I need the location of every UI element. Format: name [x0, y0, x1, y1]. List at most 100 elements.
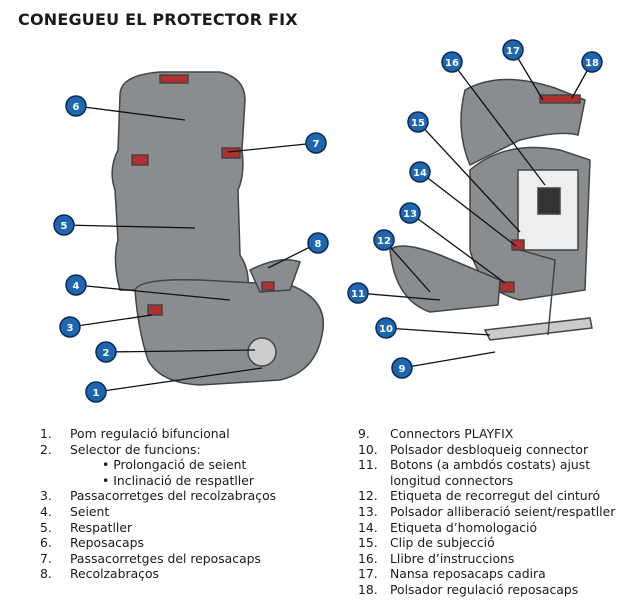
callout-marker — [581, 51, 603, 73]
callout-7: 7 — [227, 132, 327, 154]
callout-number: 12 — [377, 236, 391, 247]
callout-number: 6 — [73, 102, 80, 113]
callout-18: 18 — [571, 51, 603, 99]
legend-item: 6. Reposacaps — [40, 535, 276, 551]
legend-item-text: Polsador desbloqueig connector — [390, 441, 589, 457]
callout-14: 14 — [409, 161, 517, 247]
legend-item: 7.Passacorretges del reposacaps — [40, 551, 276, 567]
legend-subitem: Inclinació de respatller — [40, 473, 276, 489]
legend-item: 14.Etiqueta d’homologació — [358, 520, 640, 536]
callout-marker — [65, 274, 87, 296]
legend-item: 5. Respatller — [40, 520, 276, 536]
callout-marker — [95, 341, 117, 363]
legend-item-text: Llibre d’instruccions — [390, 550, 515, 566]
legend-item-text: Pom regulació bifuncional — [70, 426, 230, 441]
legend-left: 1. Pom regulació bifuncional 2. Selector de… — [40, 426, 276, 582]
legend-item-number: 7. — [40, 550, 52, 566]
legend-item-number: 1. — [40, 426, 52, 441]
legend-item-number: 2. — [40, 441, 52, 457]
legend-item-number: 3. — [40, 488, 52, 504]
legend-item-number: 9. — [358, 426, 370, 441]
legend-item-text: Selector de funcions: — [70, 441, 201, 457]
callout-leader-line — [105, 349, 256, 353]
callout-3: 3 — [59, 314, 153, 338]
legend-item: 11.Botons (a ambdós costats) ajust longi… — [358, 457, 640, 488]
legend-item-text: Nansa reposacaps cadira — [390, 566, 546, 582]
legend-item: 1. Pom regulació bifuncional — [40, 426, 276, 442]
callout-marker — [307, 232, 329, 254]
callout-number: 2 — [103, 348, 110, 359]
callout-leader-line — [385, 327, 491, 336]
legend-item-number: 15. — [358, 535, 378, 551]
callout-12: 12 — [373, 229, 431, 293]
callout-number: 11 — [351, 289, 365, 300]
callout-4: 4 — [65, 274, 231, 301]
legend-item-text: Polsador alliberació seient/respatller — [390, 503, 616, 519]
legend-item: 13. Polsador alliberació seient/respatlle… — [358, 504, 640, 520]
callout-11: 11 — [347, 282, 441, 304]
legend-item-text: Passacorretges del recolzabraços — [70, 488, 277, 504]
legend-item-text: Seient — [70, 503, 110, 519]
callout-2: 2 — [95, 341, 256, 363]
legend-item: 9.Connectors PLAYFIX — [358, 426, 640, 442]
callout-marker — [53, 214, 75, 236]
callout-number: 15 — [411, 118, 425, 129]
legend-item-text: Recolzabraços — [70, 566, 160, 582]
legend-item: 12. Etiqueta de recorregut del cinturó — [358, 488, 640, 504]
callout-number: 7 — [313, 139, 320, 150]
callout-10: 10 — [375, 317, 491, 339]
legend-subitem-text: Inclinació de respatller — [113, 472, 254, 488]
callout-16: 16 — [441, 51, 546, 186]
page-title: CONEGUEU EL PROTECTOR FIX — [18, 10, 298, 29]
legend-item: 4. Seient — [40, 504, 276, 520]
callout-marker — [407, 111, 429, 133]
callout-5: 5 — [53, 214, 196, 236]
legend-item-text: Reposacaps — [70, 535, 144, 551]
callout-marker — [305, 132, 327, 154]
legend-item: 18.Polsador regulació reposacaps — [358, 582, 640, 598]
callout-marker — [373, 229, 395, 251]
callout-leader-line — [409, 212, 506, 284]
callout-leader-line — [401, 351, 496, 369]
legend-item: 10. Polsador desbloqueig connector — [358, 442, 640, 458]
callout-leader-line — [227, 142, 317, 153]
legend-item: 15. Clip de subjecció — [358, 535, 640, 551]
legend-item-text: Clip de subjecció — [390, 535, 495, 551]
callout-17: 17 — [502, 39, 544, 101]
callout-leader-line — [383, 239, 431, 293]
legend-item-number: 6. — [40, 535, 52, 551]
callout-leader-line — [75, 105, 186, 121]
legend-item-number: 10. — [358, 441, 378, 457]
callout-15: 15 — [407, 111, 521, 233]
legend-item: 16.Llibre d’instruccions — [358, 551, 640, 567]
callout-marker — [59, 316, 81, 338]
legend-item-number: 5. — [40, 519, 52, 535]
legend-item-number: 13. — [358, 503, 378, 519]
callout-leader-line — [419, 171, 517, 247]
legend-subitem: Prolongació de seient — [40, 457, 276, 473]
legend-item-number: 8. — [40, 566, 52, 582]
legend-item-text: Etiqueta de recorregut del cinturó — [390, 488, 601, 504]
callout-leader-line — [95, 367, 263, 393]
legend-item-number: 12. — [358, 488, 378, 504]
callout-6: 6 — [65, 95, 186, 121]
callout-marker — [347, 282, 369, 304]
callout-number: 5 — [61, 221, 68, 232]
callout-marker — [391, 357, 413, 379]
front-seat-drawing — [111, 71, 324, 386]
callout-number: 13 — [403, 209, 417, 220]
callout-marker — [409, 161, 431, 183]
callout-13: 13 — [399, 202, 506, 284]
legend-item: 3. Passacorretges del recolzabraços — [40, 488, 276, 504]
callout-leader-line — [75, 284, 231, 301]
callout-marker — [502, 39, 524, 61]
legend-item-number: 4. — [40, 503, 52, 519]
callout-leader-line — [417, 121, 521, 233]
callout-9: 9 — [391, 351, 496, 379]
callout-number: 9 — [399, 364, 406, 375]
callout-marker — [441, 51, 463, 73]
callout-marker — [399, 202, 421, 224]
legend-item-number: 14. — [358, 519, 378, 535]
legend-item-text: Respatller — [70, 519, 133, 535]
